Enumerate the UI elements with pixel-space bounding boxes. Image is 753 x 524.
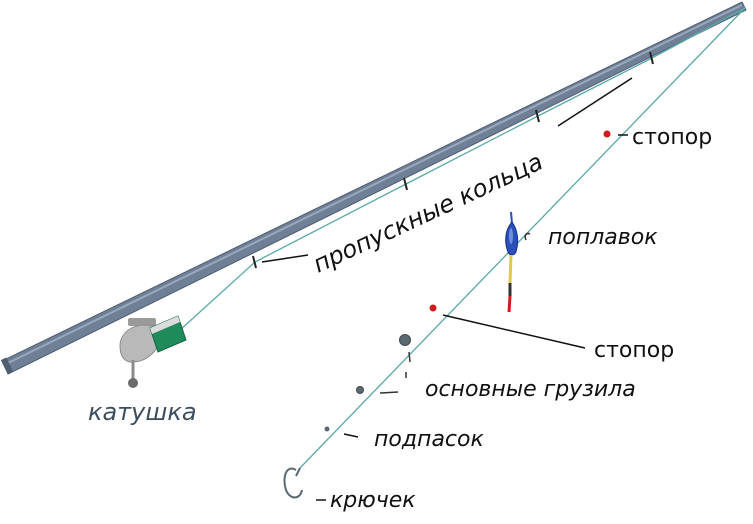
rod-butt-cap [0, 357, 14, 375]
label-reel: катушка [88, 398, 197, 426]
label-stopper-bottom: стопор [594, 338, 674, 363]
float-keel-red [507, 295, 512, 313]
reel-body [119, 324, 161, 363]
guide-ring [535, 109, 540, 123]
sinker-tick [408, 351, 411, 363]
reel-icon [119, 315, 187, 388]
fishing-rod [0, 1, 747, 375]
label-hook: крючек [330, 488, 416, 513]
label-shot: подпасок [374, 427, 484, 452]
hook-shank [295, 467, 301, 477]
float-body-highlight [509, 228, 513, 244]
hook-bend [283, 467, 303, 499]
float-icon [505, 211, 519, 313]
rod-highlight [7, 4, 743, 364]
guide-ring [403, 177, 408, 191]
line-through-guides [179, 7, 746, 331]
label-stopper-top: стопор [632, 125, 712, 150]
stopper-top-dot [603, 130, 611, 138]
reel-foot [128, 318, 156, 326]
stopper-bottom-dot [429, 304, 437, 312]
label-float: поплавок [548, 225, 658, 250]
stopper-bottom-pointer [442, 314, 586, 349]
hook-icon [283, 467, 326, 501]
shot-pointer [343, 433, 359, 438]
label-sinkers: основные грузила [425, 377, 636, 402]
sinkers [356, 334, 411, 394]
sinker-medium [356, 386, 364, 394]
main-line [299, 7, 746, 469]
guides-pointer-lower [261, 254, 309, 263]
reel-handle-knob [128, 378, 138, 388]
float-keel-yellow [508, 254, 513, 284]
float-pointer [524, 232, 531, 241]
guide-ring [252, 255, 257, 269]
guide-ring [649, 51, 654, 65]
shot-dot [324, 426, 330, 432]
reel-spool-lip [150, 316, 180, 334]
guides-pointer [557, 77, 633, 127]
sinkers-pointer [379, 391, 399, 394]
sinker-large [399, 334, 411, 346]
guide-rings [252, 51, 654, 269]
